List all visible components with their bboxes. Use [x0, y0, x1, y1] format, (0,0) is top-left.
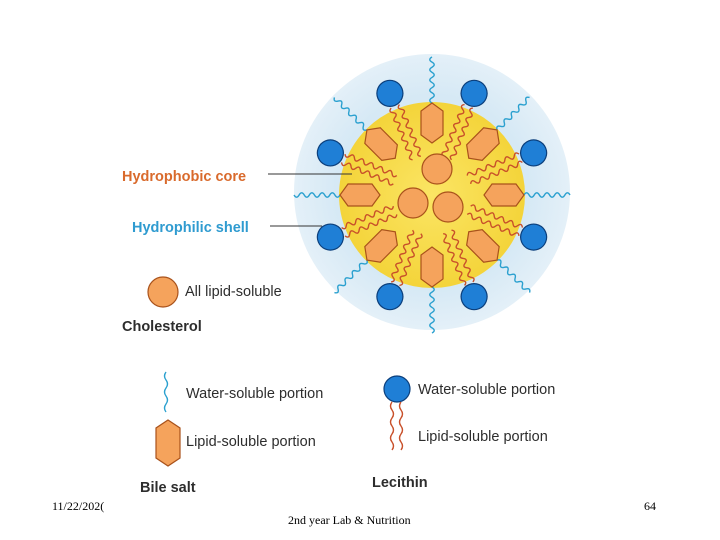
bile-salt-molecule — [466, 229, 531, 293]
lecithin-tail — [399, 233, 423, 287]
bile-salt-tail — [334, 259, 368, 294]
lecithin-tail — [443, 232, 467, 286]
lecithin-tail — [344, 153, 398, 178]
lecithin-molecule — [441, 79, 488, 161]
bile-salt-hexagon — [339, 183, 381, 207]
lecithin-molecule — [316, 139, 398, 186]
bile-salt-legend-hexagon — [155, 419, 181, 467]
lecithin-molecule — [376, 229, 423, 311]
bile-salt-hexagon — [364, 229, 398, 263]
lecithin-legend-tail-2 — [398, 401, 404, 451]
bile-salt-label: Bile salt — [140, 480, 196, 496]
lecithin-tail — [451, 229, 475, 283]
lecithin-molecule — [466, 204, 548, 251]
lecithin-tail — [340, 162, 394, 186]
bile-salt-hexagon — [364, 127, 398, 161]
lecithin-tail — [466, 152, 520, 176]
bile-lipid-soluble-label: Lipid-soluble portion — [186, 434, 316, 450]
lecithin-tail — [344, 214, 398, 238]
lecithin-head — [520, 139, 548, 167]
lecithin-legend-tail-1 — [389, 401, 395, 451]
bile-salt-hexagon — [420, 246, 444, 288]
lecithin-molecule — [316, 206, 398, 251]
hydrophilic-shell-label: Hydrophilic shell — [132, 220, 249, 236]
hydrophobic-core-label: Hydrophobic core — [122, 169, 246, 185]
bile-salt-molecule — [420, 246, 444, 334]
lecithin-molecule — [466, 139, 548, 184]
footer-page: 64 — [644, 499, 656, 513]
lecithin-tail — [449, 107, 474, 161]
lecithin-tail — [390, 229, 415, 283]
bile-salt-molecule — [466, 96, 530, 161]
lecithin-tail — [389, 107, 413, 161]
lecithin-head — [376, 283, 404, 311]
bile-salt-molecule — [333, 97, 398, 161]
bile-salt-molecule — [293, 183, 381, 207]
cholesterol-circle — [421, 153, 453, 185]
lecithin-head — [316, 223, 344, 251]
bile-salt-tail — [293, 192, 341, 198]
all-lipid-soluble-label: All lipid-soluble — [185, 284, 282, 300]
cholesterol-label: Cholesterol — [122, 319, 202, 335]
lecithin-molecule — [443, 229, 488, 311]
lecithin-tail — [397, 104, 421, 158]
bile-salt-tail — [496, 259, 531, 293]
lecithin-lipid-soluble-label: Lipid-soluble portion — [418, 429, 548, 445]
lecithin-molecule — [376, 79, 421, 161]
lecithin-label: Lecithin — [372, 475, 428, 491]
bile-salt-molecule — [483, 183, 571, 207]
bile-salt-molecule — [420, 56, 444, 144]
footer-title: 2nd year Lab & Nutrition — [288, 513, 411, 527]
cholesterol-circle — [432, 191, 464, 223]
lecithin-head — [316, 139, 344, 167]
lecithin-head — [460, 283, 488, 311]
lecithin-head — [520, 223, 548, 251]
lecithin-tail — [470, 204, 524, 228]
bile-salt-tail — [496, 96, 530, 131]
footer-date: 11/22/202( — [52, 499, 105, 513]
cholesterol-circle — [397, 187, 429, 219]
bile-water-soluble-label: Water-soluble portion — [186, 386, 323, 402]
lecithin-legend-head — [383, 375, 411, 403]
cholesterol-legend-circle — [147, 276, 179, 308]
lecithin-tail — [441, 103, 465, 157]
bile-salt-hexagon — [466, 127, 500, 161]
bile-salt-tail — [523, 192, 571, 198]
lecithin-tail — [466, 212, 520, 237]
lecithin-water-soluble-label: Water-soluble portion — [418, 382, 555, 398]
bile-salt-tail — [333, 97, 368, 131]
bile-salt-molecule — [334, 229, 398, 294]
bile-salt-legend-tail — [163, 371, 169, 413]
lecithin-head — [376, 79, 404, 107]
bile-salt-hexagon — [420, 102, 444, 144]
lecithin-tail — [469, 160, 523, 184]
bile-salt-hexagon — [466, 229, 500, 263]
bile-salt-hexagon — [483, 183, 525, 207]
lecithin-head — [460, 79, 488, 107]
bile-salt-tail — [429, 56, 435, 104]
lecithin-tail — [341, 206, 395, 230]
bile-salt-tail — [429, 286, 435, 334]
